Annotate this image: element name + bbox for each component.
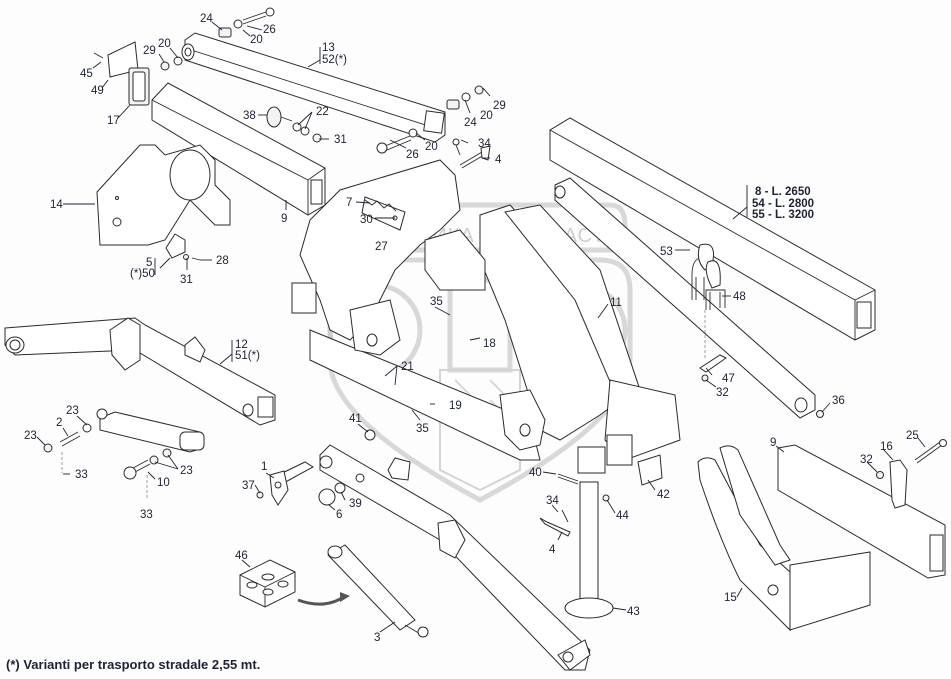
- callout-25[interactable]: 25: [906, 430, 919, 442]
- callout-26[interactable]: 26: [263, 24, 276, 36]
- part-bracket-15: [697, 445, 871, 632]
- callout-4[interactable]: 4: [549, 544, 556, 556]
- callout-40[interactable]: 40: [529, 467, 542, 479]
- leader-lines: [36, 21, 926, 633]
- callout-20[interactable]: 20: [250, 34, 263, 46]
- callout-24[interactable]: 24: [200, 13, 213, 25]
- callout-labels: 24 26 20 29 20 13 52(*) 45 49 17 38 22 3…: [24, 13, 919, 644]
- callout-52[interactable]: 52(*): [322, 54, 347, 66]
- footnote: (*) Varianti per trasporto stradale 2,55…: [6, 657, 261, 672]
- callout-26[interactable]: 26: [406, 149, 419, 161]
- part-cylinder-3: [327, 544, 429, 638]
- callout-48[interactable]: 48: [733, 291, 746, 303]
- callout-9[interactable]: 9: [281, 213, 287, 225]
- callout-3[interactable]: 3: [374, 632, 380, 644]
- part-pin-4-top: [452, 138, 491, 169]
- callout-5[interactable]: 5: [146, 257, 152, 269]
- callout-27[interactable]: 27: [375, 241, 388, 253]
- part-nut-36: [816, 410, 824, 418]
- callout-38[interactable]: 38: [243, 110, 256, 122]
- part-lower-arm: [319, 444, 591, 671]
- callout-34[interactable]: 34: [478, 138, 491, 150]
- callout-34[interactable]: 34: [546, 495, 559, 507]
- beam-variant-8[interactable]: 8 - L. 2650: [755, 186, 811, 198]
- part-valve-block-46: [239, 559, 350, 608]
- callout-44[interactable]: 44: [616, 510, 629, 522]
- callout-10[interactable]: 10: [157, 477, 170, 489]
- callout-36[interactable]: 36: [832, 395, 845, 407]
- callout-20[interactable]: 20: [158, 38, 171, 50]
- callout-41[interactable]: 41: [349, 413, 362, 425]
- part-arm-11: [554, 177, 816, 419]
- callout-31[interactable]: 31: [334, 134, 347, 146]
- callout-29[interactable]: 29: [493, 100, 506, 112]
- part-pad-17: [128, 67, 150, 106]
- part-cylinder-small: [43, 408, 205, 500]
- part-bracket-42: [637, 454, 663, 486]
- part-stand-43: [539, 473, 614, 619]
- part-hardware-top: [160, 7, 484, 154]
- callout-21[interactable]: 21: [401, 361, 414, 373]
- part-cap-6-39: [318, 429, 376, 506]
- part-main-frame: [291, 159, 681, 474]
- callout-23[interactable]: 23: [24, 430, 37, 442]
- callout-53[interactable]: 53: [660, 246, 673, 258]
- callout-33[interactable]: 33: [140, 509, 153, 521]
- part-ubolt-48: [705, 260, 726, 310]
- callout-11[interactable]: 11: [610, 297, 622, 309]
- callout-23[interactable]: 23: [66, 405, 79, 417]
- callout-33[interactable]: 33: [75, 469, 88, 481]
- callout-49[interactable]: 49: [91, 85, 104, 97]
- callout-7[interactable]: 7: [346, 197, 352, 209]
- callout-35[interactable]: 35: [416, 423, 429, 435]
- callout-19[interactable]: 19: [449, 400, 462, 412]
- callout-15[interactable]: 15: [724, 592, 737, 604]
- callout-30[interactable]: 30: [360, 214, 373, 226]
- part-plate-47: [699, 310, 727, 382]
- part-plate-5: [165, 233, 201, 261]
- callout-29[interactable]: 29: [143, 45, 156, 57]
- callout-47[interactable]: 47: [722, 373, 735, 385]
- callout-12[interactable]: 12: [235, 339, 248, 351]
- callout-28[interactable]: 28: [216, 255, 229, 267]
- callout-32[interactable]: 32: [716, 387, 729, 399]
- part-plate-16: [876, 439, 947, 509]
- callout-31[interactable]: 31: [180, 274, 193, 286]
- callout-14[interactable]: 14: [50, 199, 63, 211]
- callout-13[interactable]: 13: [322, 42, 335, 54]
- part-beam-8-54-55: [549, 117, 876, 341]
- part-buffer-38: [266, 106, 322, 143]
- part-pivot-1: [256, 461, 314, 506]
- callout-46[interactable]: 46: [235, 550, 248, 562]
- callout-22[interactable]: 22: [316, 106, 329, 118]
- callout-1[interactable]: 1: [261, 461, 267, 473]
- callout-32[interactable]: 32: [860, 454, 873, 466]
- beam-variant-54[interactable]: 54 - L. 2800: [752, 198, 814, 210]
- callout-6[interactable]: 6: [336, 509, 342, 521]
- callout-24[interactable]: 24: [464, 117, 477, 129]
- callout-4[interactable]: 4: [495, 154, 502, 166]
- callout-51[interactable]: 51(*): [235, 350, 260, 362]
- part-tube-9-right: [777, 444, 946, 579]
- beam-variant-55[interactable]: 55 - L. 3200: [752, 209, 814, 221]
- callout-37[interactable]: 37: [242, 480, 255, 492]
- callout-45[interactable]: 45: [80, 68, 93, 80]
- callout-18[interactable]: 18: [483, 338, 496, 350]
- callout-23[interactable]: 23: [180, 465, 193, 477]
- callout-35[interactable]: 35: [430, 296, 443, 308]
- part-bracket-14: [96, 144, 231, 246]
- callout-2[interactable]: 2: [56, 417, 62, 429]
- callout-20[interactable]: 20: [480, 110, 493, 122]
- callout-39[interactable]: 39: [349, 498, 362, 510]
- callout-42[interactable]: 42: [657, 489, 670, 501]
- callout-43[interactable]: 43: [627, 606, 640, 618]
- part-arm-12: [4, 317, 276, 426]
- callout-20[interactable]: 20: [425, 141, 438, 153]
- callout-17[interactable]: 17: [107, 115, 120, 127]
- part-beam-13: [181, 32, 446, 143]
- callout-9[interactable]: 9: [770, 437, 776, 449]
- callout-16[interactable]: 16: [880, 441, 893, 453]
- callout-50[interactable]: (*)50: [130, 268, 155, 280]
